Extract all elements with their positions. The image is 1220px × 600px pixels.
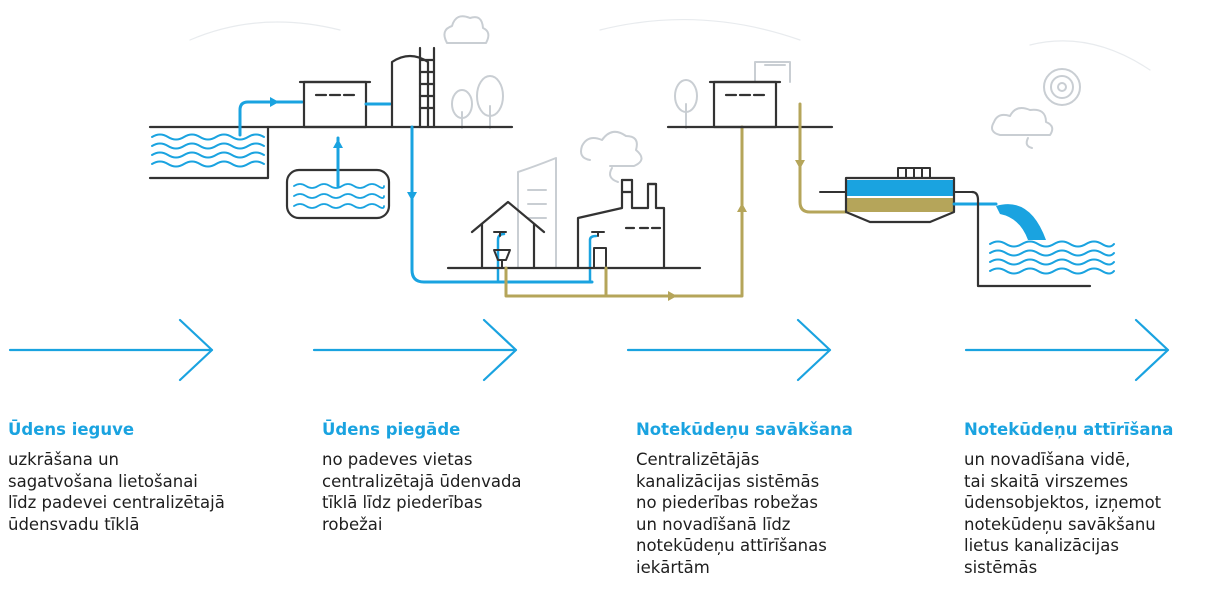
treatment-plant [819, 167, 973, 224]
supply-pipe [410, 125, 594, 284]
process-arrow-icon [312, 318, 518, 382]
stage-description: uzkrāšana un sagatvošana lietošanai līdz… [8, 450, 225, 534]
process-arrow-icon [8, 318, 214, 382]
cloud-icon [443, 15, 490, 44]
flow-arrow-icon [333, 139, 343, 148]
stage-water-supply: Ūdens piegāde no padeves vietas centrali… [322, 420, 612, 535]
flow-arrow-icon [407, 192, 417, 201]
stage-description: Centralizētājās kanalizācijas sistēmās n… [636, 450, 827, 577]
flow-arrow-icon [737, 203, 747, 212]
reservoir-water [293, 183, 385, 209]
background-decoration [189, 19, 1151, 71]
flow-arrow-icon [270, 97, 279, 107]
water-body-edge [970, 190, 1092, 288]
water-tower [390, 46, 436, 129]
stage-sewage-treatment: Notekūdeņu attīrīšana un novadīšana vidē… [964, 420, 1218, 578]
pumping-station [666, 80, 834, 129]
water-cycle-illustration [148, 15, 1151, 301]
intake-pipe [238, 100, 304, 137]
city-background [517, 61, 791, 269]
cloud-icon [580, 130, 643, 167]
sewage-collection-pipe [504, 125, 744, 298]
stage-title: Notekūdeņu savākšana [636, 420, 853, 439]
smoke-cloud-icon [609, 167, 619, 183]
stage-description: un novadīšana vidē, tai skaitā virszemes… [964, 450, 1162, 577]
process-arrow-icon [626, 318, 832, 382]
factory-icon [576, 178, 666, 270]
sun-icon [1043, 68, 1081, 106]
receiving-water [989, 240, 1115, 275]
flow-arrow-icon [795, 160, 805, 169]
house-icon [470, 200, 546, 270]
flow-arrow-icon [668, 291, 677, 301]
discharge-outfall [996, 204, 1046, 240]
source-river [151, 133, 265, 168]
cloud-icon [1025, 137, 1033, 149]
stage-title: Ūdens piegāde [322, 420, 461, 439]
stage-water-extraction: Ūdens ieguve uzkrāšana un sagatvošana li… [8, 420, 298, 535]
stage-sewage-collection: Notekūdeņu savākšana Centralizētājās kan… [636, 420, 936, 578]
house-water-tap [493, 231, 511, 284]
water-treatment-building [298, 80, 372, 129]
stage-title: Ūdens ieguve [8, 420, 135, 439]
stage-description: no padeves vietas centralizētajā ūdenvad… [322, 450, 522, 534]
plant-inlet-pipe [798, 102, 848, 214]
stage-title: Notekūdeņu attīrīšana [964, 420, 1174, 439]
tree-icon [451, 75, 698, 129]
cloud-icon [991, 107, 1054, 136]
process-arrow-icon [964, 318, 1170, 382]
factory-water-tap [588, 231, 607, 284]
